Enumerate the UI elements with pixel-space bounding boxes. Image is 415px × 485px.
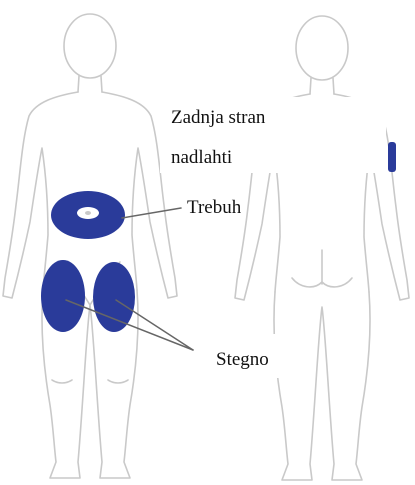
back-body-outline: [235, 16, 409, 480]
upper-arm-injection-site: [388, 142, 396, 172]
label-abdomen: Trebuh: [187, 198, 241, 217]
back-head: [296, 16, 348, 80]
left-thigh-injection-site: [41, 260, 85, 332]
front-knees: [52, 380, 128, 383]
navel-icon: [85, 211, 91, 215]
front-body-outline: [3, 14, 177, 478]
label-back-of-upper-arm-line2: nadlahti: [171, 148, 232, 167]
front-head: [64, 14, 116, 78]
label-back-of-upper-arm-line1: Zadnja stran: [171, 108, 265, 127]
abdomen-pointer-line: [122, 208, 181, 218]
label-thigh: Stegno: [216, 350, 269, 369]
right-thigh-injection-site: [93, 262, 135, 332]
back-legs: [274, 292, 370, 480]
